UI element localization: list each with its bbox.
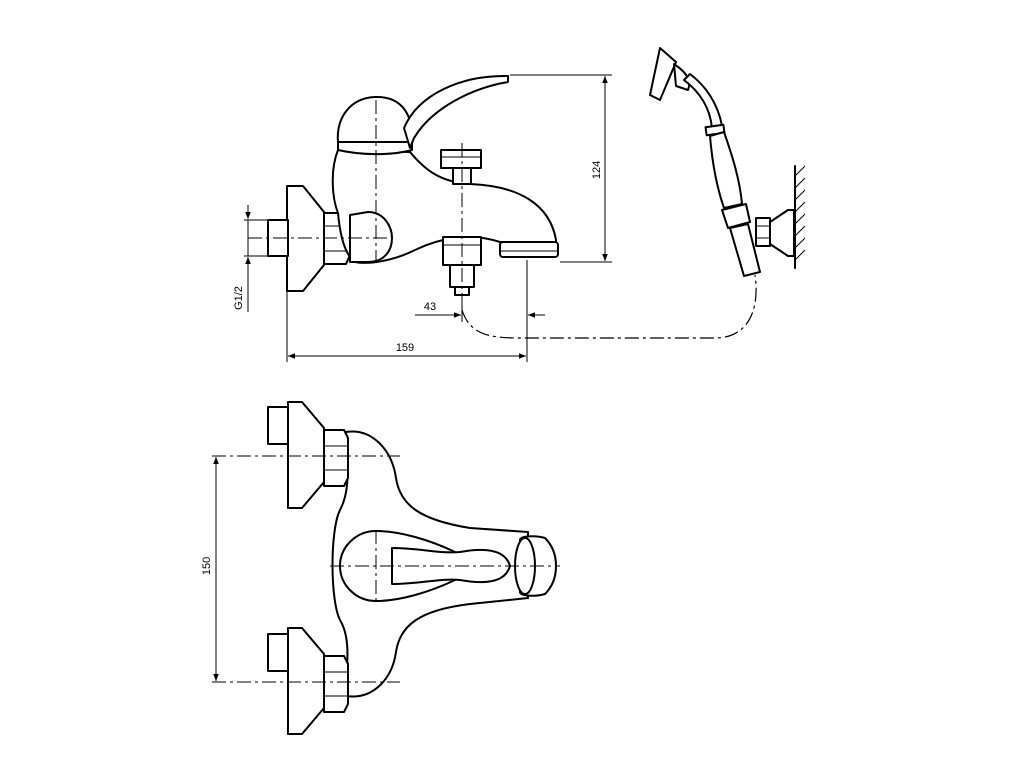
shower-handle xyxy=(709,131,743,209)
dim-height-label: 124 xyxy=(591,161,603,179)
dim-thread-label: G1/2 xyxy=(233,286,245,310)
side-diverter-knob xyxy=(440,149,482,169)
side-cartridge-cap xyxy=(336,95,413,156)
top-upper-inlet-stub xyxy=(267,406,291,445)
dim-spout-offset-label: 43 xyxy=(424,301,436,313)
hand-shower xyxy=(649,47,806,277)
dim-thread: G1/2 xyxy=(233,205,268,312)
top-lower-flange xyxy=(287,627,325,735)
side-lever-handle xyxy=(403,74,509,149)
top-lower-inlet-stub xyxy=(267,633,291,672)
top-upper-nut xyxy=(323,429,349,487)
wall-hatching xyxy=(794,165,806,261)
dim-spout-offset: 43 xyxy=(415,260,545,362)
shower-head xyxy=(649,47,677,101)
top-lower-nut xyxy=(323,655,349,713)
shower-hose xyxy=(461,274,757,339)
dim-inlet-spacing: 150 xyxy=(201,457,219,681)
dim-projection: 159 xyxy=(286,292,526,362)
top-view xyxy=(212,401,560,735)
dim-height: 124 xyxy=(510,74,612,263)
wall-bracket-flange xyxy=(769,209,795,257)
shower-holder xyxy=(721,203,751,229)
side-spout-outlet xyxy=(499,241,559,258)
dim-inlet-spacing-label: 150 xyxy=(201,557,213,575)
side-elbow xyxy=(349,211,393,263)
dim-projection-label: 159 xyxy=(396,342,414,354)
side-view xyxy=(248,74,559,318)
wall-bracket-nut xyxy=(755,217,771,247)
top-upper-flange xyxy=(287,401,325,509)
